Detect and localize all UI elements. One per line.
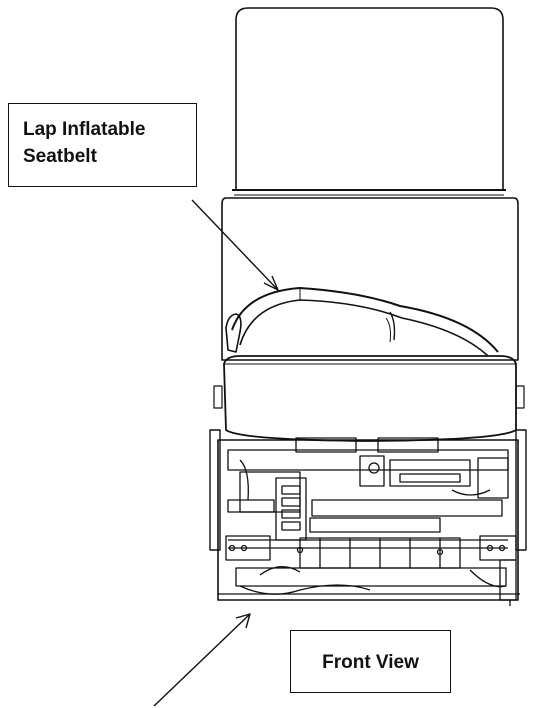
label-line-2: Seatbelt (23, 146, 97, 167)
front-view-label: Front View (290, 630, 451, 693)
seat-cushion (223, 355, 517, 442)
lap-seatbelt-arrowhead (263, 275, 279, 291)
seat-back-cushion (221, 197, 519, 361)
lap-inflatable-seatbelt-label: Lap Inflatable Seatbelt (8, 103, 197, 187)
front-view-leader-line (153, 613, 251, 707)
seat-back-panel (235, 7, 504, 191)
right-side-rail (515, 429, 527, 551)
seat-frame-mechanism (217, 437, 520, 606)
left-side-rail (209, 429, 221, 551)
lap-seatbelt-leader-line (191, 199, 279, 291)
lap-inflatable-seatbelt (225, 287, 499, 357)
front-view-arrowhead (235, 613, 251, 629)
callout-arrows (153, 199, 279, 707)
label-line-1: Lap Inflatable (23, 119, 146, 140)
front-view-text: Front View (322, 652, 419, 673)
